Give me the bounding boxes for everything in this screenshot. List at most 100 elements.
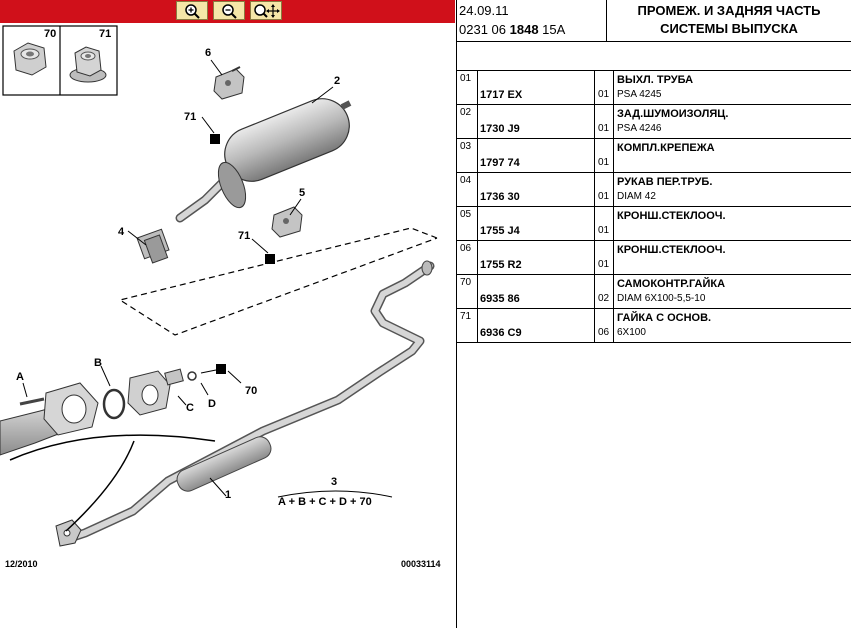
part-number: 05 [460,209,472,220]
column-divider [594,105,595,138]
column-divider [477,173,478,206]
part-description: САМОКОНТР.ГАЙКА [617,278,726,290]
column-divider [594,241,595,274]
part-number: 04 [460,175,472,186]
ref-square-71a [210,134,220,144]
kit-formula: A + B + C + D + 70 [278,496,372,508]
part-number: 71 [460,311,472,322]
part-reference: 6936 C9 [480,327,522,339]
header-code: 0231 06 1848 15A [459,22,565,37]
column-divider [477,139,478,172]
zoom-out-button[interactable] [213,1,245,20]
part-description: КРОНШ.СТЕКЛООЧ. [617,210,726,222]
part-reference: 1755 R2 [480,259,522,271]
header-spacer [457,42,851,71]
part-number: 03 [460,141,472,152]
part-reference: 1755 J4 [480,225,520,237]
part-quantity: 01 [598,225,610,236]
footer-date: 12/2010 [5,559,38,569]
fastener-thumbnails: 70 71 [2,25,118,96]
part-number: 01 [460,73,472,84]
header-code-suffix: 15A [542,22,566,37]
part-reference: 1717 EX [480,89,523,101]
front-joint-detail [0,365,242,532]
column-divider [613,309,614,342]
column-divider [594,173,595,206]
diagram-toolbar [0,0,455,23]
part-quantity: 01 [598,89,610,100]
exhaust-pipe-1 [55,260,435,547]
zoom-out-icon [222,3,237,19]
callout-3: 3 [331,476,337,488]
column-divider [613,139,614,172]
callout-71a: 71 [184,111,196,123]
column-divider [477,71,478,104]
callout-b: B [94,357,102,369]
parts-list: 01 1717 EX 01 ВЫХЛ. ТРУБА PSA 4245 02 1730 J9 0… [457,71,851,343]
part-reference: 1736 30 [480,191,520,203]
header-divider [606,0,607,41]
callout-71b: 71 [238,230,250,242]
part-row[interactable]: 05 1755 J4 01 КРОНШ.СТЕКЛООЧ. [457,207,851,241]
column-divider [477,105,478,138]
part-quantity: 01 [598,123,610,134]
thumb-label-71: 71 [99,28,111,40]
column-divider [594,275,595,308]
column-divider [594,207,595,240]
part-quantity: 01 [598,191,610,202]
column-divider [477,241,478,274]
rear-silencer-2 [175,98,352,223]
part-quantity: 01 [598,259,610,270]
header-title-line2: СИСТЕМЫ ВЫПУСКА [660,21,798,36]
column-divider [613,71,614,104]
part-quantity: 01 [598,157,610,168]
column-divider [477,309,478,342]
part-spec: PSA 4246 [617,123,662,134]
flange-nut-icon [69,46,107,83]
part-number: 70 [460,277,472,288]
callout-70: 70 [245,385,257,397]
callout-2: 2 [334,75,340,87]
parts-header: 24.09.11 0231 06 1848 15A ПРОМЕЖ. И ЗАДН… [457,0,851,42]
part-quantity: 02 [598,293,610,304]
column-divider [477,207,478,240]
part-spec: PSA 4245 [617,89,662,100]
column-divider [594,309,595,342]
part-reference: 1730 J9 [480,123,520,135]
part-spec: 6X100 [617,327,646,338]
zoom-fit-icon [254,3,280,18]
callout-4: 4 [118,226,125,238]
part-row[interactable]: 01 1717 EX 01 ВЫХЛ. ТРУБА PSA 4245 [457,71,851,105]
header-title: ПРОМЕЖ. И ЗАДНЯЯ ЧАСТЬ СИСТЕМЫ ВЫПУСКА [607,2,851,38]
header-title-line1: ПРОМЕЖ. И ЗАДНЯЯ ЧАСТЬ [637,3,821,18]
column-divider [613,275,614,308]
column-divider [613,241,614,274]
part-reference: 6935 86 [480,293,520,305]
column-divider [613,173,614,206]
part-quantity: 06 [598,327,610,338]
footer-ref: 00033114 [401,559,441,569]
callout-6: 6 [205,47,211,59]
panel-divider [456,0,457,628]
callout-c: C [186,402,194,414]
zoom-fit-button[interactable] [250,1,282,20]
part-description: ЗАД.ШУМОИЗОЛЯЦ. [617,108,729,120]
part-description: КРОНШ.СТЕКЛООЧ. [617,244,726,256]
part-description: ВЫХЛ. ТРУБА [617,74,694,86]
callout-d: D [208,398,216,410]
header-code-prefix: 0231 06 [459,22,506,37]
column-divider [477,275,478,308]
exhaust-diagram: 70 71 [0,25,438,547]
callout-5: 5 [299,187,305,199]
thumb-label-70: 70 [44,28,56,40]
ref-square-71b [265,254,275,264]
zoom-in-button[interactable] [176,1,208,20]
part-reference: 1797 74 [480,157,520,169]
part-spec: DIAM 42 [617,191,656,202]
